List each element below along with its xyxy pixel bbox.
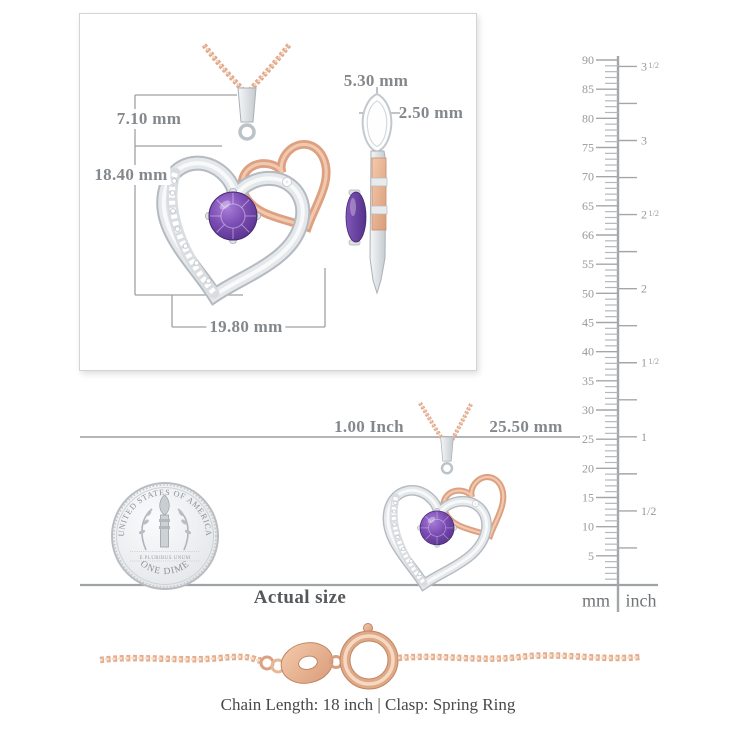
chain-with-clasp xyxy=(99,623,641,690)
ruler-mm-label: 25 xyxy=(582,432,594,446)
actual-size-label: Actual size xyxy=(253,587,347,608)
pendant-side-view xyxy=(345,92,393,295)
dime-torch xyxy=(159,494,170,548)
ruler-mm-label: 55 xyxy=(582,257,594,271)
clasp-oval-link xyxy=(280,642,334,684)
ruler-mm-label: 45 xyxy=(582,316,594,330)
depth-label: 2.50 mm xyxy=(398,103,464,122)
ruler-mm-label: 50 xyxy=(582,286,594,300)
pendant-height-label: 18.40 mm xyxy=(91,165,171,185)
ruler-mm-label: 85 xyxy=(582,82,594,96)
ruler-mm-label: 40 xyxy=(582,345,594,359)
necklace-chain-front xyxy=(201,43,292,91)
ruler-mm-label: 75 xyxy=(582,141,594,155)
ruler-unit-mm: mm xyxy=(581,590,611,611)
ruler-unit-inch: inch xyxy=(625,590,657,611)
ruler-mm-label: 66 xyxy=(582,228,594,242)
pendant-actual-size xyxy=(375,437,518,595)
ruler-inch-label: 1 xyxy=(641,430,647,444)
ruler-mm-label: 35 xyxy=(582,374,594,388)
chain-info-text: Chain Length: 18 inch | Clasp: Spring Ri… xyxy=(220,695,516,714)
ruler-inch-label: 2 xyxy=(641,282,647,296)
bail-width-label: 5.30 mm xyxy=(343,71,409,90)
total-height-label: 25.50 mm xyxy=(489,417,563,436)
ruler-mm-label: 15 xyxy=(582,491,594,505)
bail-height-label: 7.10 mm xyxy=(113,109,185,129)
coin-middle-text: E PLURIBUS UNUM xyxy=(139,556,190,561)
ruler-mm-label: 30 xyxy=(582,403,594,417)
ruler-mm-label: 5 xyxy=(588,549,594,563)
spring-ring-clasp xyxy=(339,623,399,690)
ruler-mm-label: 80 xyxy=(582,111,594,125)
ruler-inch-label: 3 xyxy=(641,133,647,147)
inch-reference-label: 1.00 Inch xyxy=(334,417,404,436)
ruler-mm-label: 10 xyxy=(582,520,594,534)
ruler-mm-label: 90 xyxy=(582,53,594,67)
ruler-mm-label: 20 xyxy=(582,461,594,475)
ruler-mm-label: 70 xyxy=(582,170,594,184)
dimension-detail-box xyxy=(79,13,477,371)
ruler-inch-label: 1/2 xyxy=(641,504,656,518)
ruler-mm-label: 65 xyxy=(582,199,594,213)
dime-coin: UNITED STATES OF AMERICA ONE DIME E PLUR… xyxy=(111,482,219,590)
pendant-width-label: 19.80 mm xyxy=(206,317,286,337)
